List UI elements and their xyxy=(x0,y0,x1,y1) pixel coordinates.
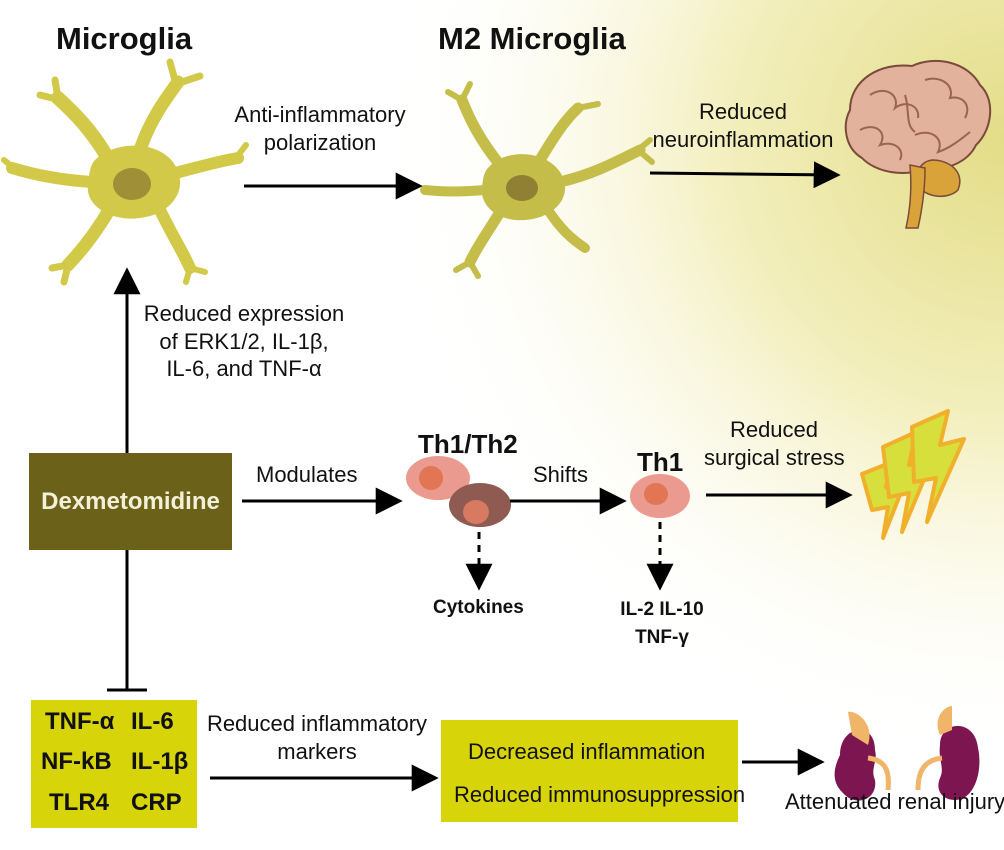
dexmetomidine-label: Dexmetomidine xyxy=(41,487,220,515)
polarization-label-line2: polarization xyxy=(263,129,377,155)
reduced-markers-line2: markers xyxy=(277,738,357,764)
microglia-title: Microglia xyxy=(56,21,193,56)
brain-icon xyxy=(844,59,992,229)
neuroinflammation-label: Reduced neuroinflammation xyxy=(648,98,838,153)
lightning-icon xyxy=(860,409,966,540)
th1-th2-cell-icon xyxy=(406,456,511,527)
cytokines-label: Cytokines xyxy=(433,597,524,618)
marker-crp: CRP xyxy=(131,789,182,816)
marker-tnf-alpha: TNF-α xyxy=(45,708,115,735)
il-cytokines-line: IL-2 IL-10 xyxy=(620,599,704,620)
m2-microglia-icon xyxy=(420,81,655,279)
inflammatory-markers-box: TNF-α IL-6 NF-kB IL-1β TLR4 CRP xyxy=(31,700,197,828)
th1-th2-label: Th1/Th2 xyxy=(418,429,518,459)
th1-label: Th1 xyxy=(637,447,684,477)
attenuated-renal-label: Attenuated renal injury xyxy=(785,789,1004,814)
dexmetomidine-box: Dexmetomidine xyxy=(29,453,232,550)
surgical-stress-line2: surgical stress xyxy=(704,444,845,470)
polarization-label-line1: Anti-inflammatory xyxy=(234,102,406,127)
reduced-markers-label: Reduced inflammatory markers xyxy=(204,710,430,765)
reduced-expression-label: Reduced expression of ERK1/2, IL-1β, IL-… xyxy=(140,300,348,383)
outcome-reduced-immunosuppression: Reduced immunosuppression xyxy=(454,782,746,807)
marker-il-6: IL-6 xyxy=(131,708,174,735)
outcome-decreased-inflammation: Decreased inflammation xyxy=(468,739,706,764)
polarization-label: Anti-inflammatory polarization xyxy=(232,101,408,156)
neuroinflammation-label-line1: Reduced xyxy=(698,99,788,124)
microglia-icon xyxy=(1,58,249,286)
tnf-gamma-line: TNF-γ xyxy=(635,626,689,648)
marker-nf-kb: NF-kB xyxy=(41,748,112,775)
shifts-label: Shifts xyxy=(533,462,589,487)
marker-tlr4: TLR4 xyxy=(49,789,109,816)
outcomes-box: Decreased inflammation Reduced immunosup… xyxy=(441,720,745,822)
surgical-stress-label: Reduced surgical stress xyxy=(704,416,845,471)
reduced-expression-line1: Reduced expression xyxy=(143,301,345,326)
m2-microglia-title: M2 Microglia xyxy=(438,21,626,56)
surgical-stress-line1: Reduced xyxy=(729,417,819,442)
th1-cytokines-label: IL-2 IL-10 TNF-γ xyxy=(608,596,716,651)
reduced-markers-line1: Reduced inflammatory xyxy=(206,711,428,736)
marker-il-1-beta: IL-1β xyxy=(131,748,189,775)
reduced-expression-line3: IL-6, and TNF-α xyxy=(166,356,322,381)
kidney-icon xyxy=(834,706,980,801)
reduced-expression-line2: of ERK1/2, IL-1β, xyxy=(159,328,329,354)
neuroinflammation-label-line2: neuroinflammation xyxy=(652,126,834,152)
modulates-label: Modulates xyxy=(256,462,358,487)
th1-cell-icon xyxy=(630,474,690,518)
arrow-neuroinflammation xyxy=(649,161,841,189)
